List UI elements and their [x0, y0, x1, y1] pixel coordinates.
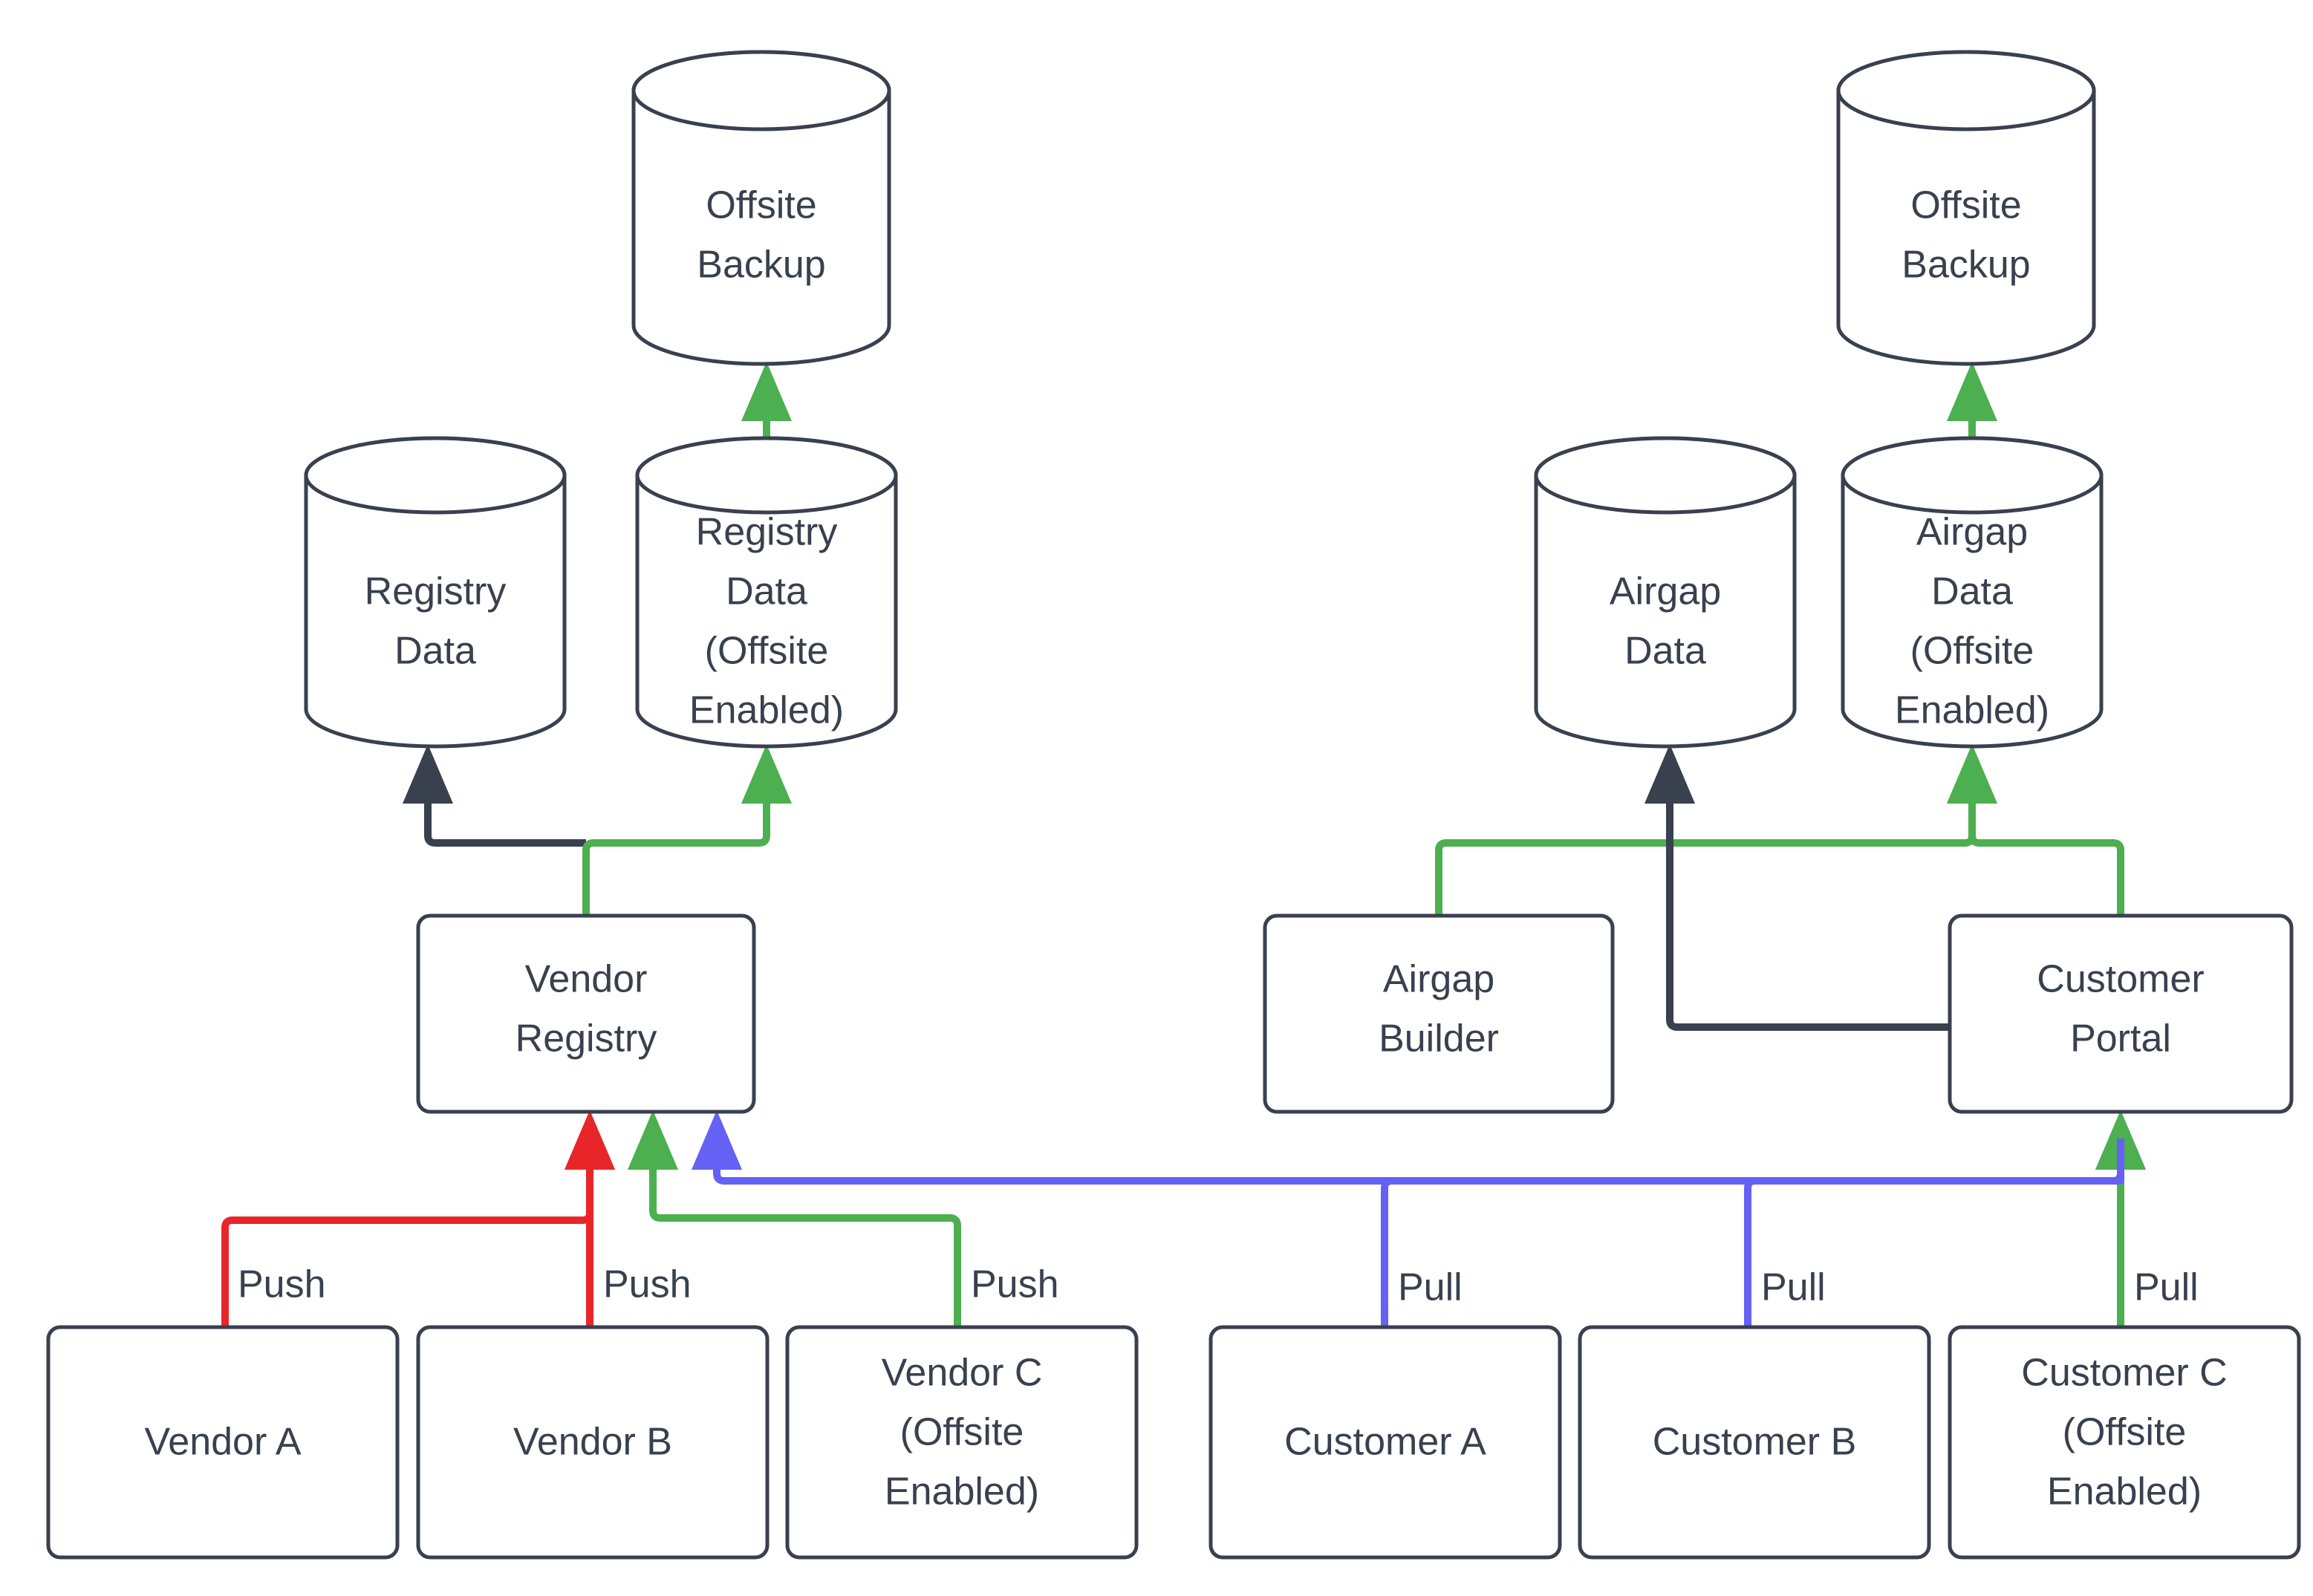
edge-label-vendor-a-push: Push	[238, 1263, 326, 1306]
node-airgap-data-offsite[interactable]: Airgap Data (Offsite Enabled)	[1841, 436, 2104, 749]
box-outline	[416, 913, 756, 1114]
cylinder-top-ellipse	[635, 436, 898, 515]
airgap-data-label-line1: Airgap	[1610, 570, 1721, 613]
box-outline	[1948, 913, 2294, 1114]
node-vendor-c[interactable]: Vendor C (Offsite Enabled)	[785, 1325, 1139, 1560]
edge-customer-a-pull	[1381, 1110, 2146, 1327]
node-airgap-data[interactable]: Airgap Data	[1534, 436, 1797, 749]
cylinder-top-ellipse	[631, 50, 891, 131]
offsite-backup-left-label-line1: Offsite	[706, 184, 816, 227]
edge-label-vendor-b-push: Push	[603, 1263, 692, 1306]
registry-data-offsite-label-line2: Data	[726, 570, 807, 613]
cylinder-top-ellipse	[1534, 436, 1797, 515]
airgap-data-offsite-label-line4: Enabled)	[1895, 689, 2049, 732]
edge-label-customer-a-pull: Pull	[1398, 1266, 1463, 1309]
cylinder-top-ellipse	[1841, 436, 2104, 515]
box-outline	[1263, 913, 1615, 1114]
box-outline	[785, 1325, 1139, 1560]
vendor-registry-label-line2: Registry	[515, 1017, 657, 1061]
node-customer-a[interactable]: Customer A	[1208, 1325, 1562, 1560]
box-outline	[46, 1325, 400, 1560]
offsite-backup-right-label-line2: Backup	[1902, 244, 2030, 287]
registry-data-offsite-label-line3: (Offsite	[705, 630, 829, 673]
node-customer-b[interactable]: Customer B	[1578, 1325, 1931, 1560]
airgap-builder-label-line1: Airgap	[1383, 958, 1494, 1001]
registry-data-label-line1: Registry	[365, 570, 507, 613]
node-airgap-builder[interactable]: Airgap Builder	[1263, 913, 1615, 1114]
customer-b-label: Customer B	[1653, 1421, 1857, 1464]
edge-customer-portal-to-vendor-registry	[692, 1110, 2124, 1185]
customer-portal-label-line1: Customer	[2037, 958, 2204, 1001]
registry-data-offsite-label-line4: Enabled)	[689, 689, 844, 732]
node-vendor-registry[interactable]: Vendor Registry	[416, 913, 756, 1114]
offsite-backup-right-label-line1: Offsite	[1910, 184, 2021, 227]
edge-airgap-builder-to-airgap-data-offsite	[1435, 743, 1997, 916]
vendor-a-label: Vendor A	[144, 1421, 301, 1464]
cylinder-top-ellipse	[304, 436, 567, 515]
customer-c-label-line3: Enabled)	[2047, 1470, 2202, 1514]
airgap-data-offsite-label-line3: (Offsite	[1910, 630, 2034, 673]
registry-data-label-line2: Data	[394, 630, 476, 673]
box-outline	[1208, 1325, 1562, 1560]
node-offsite-backup-left[interactable]: Offsite Backup	[631, 50, 891, 366]
edge-labels-layer: Push Push Push Pull Pull Pull	[238, 1263, 2199, 1309]
customer-portal-label-line2: Portal	[2070, 1017, 2171, 1061]
vendor-c-label-line1: Vendor C	[882, 1352, 1043, 1395]
airgap-data-offsite-label-line1: Airgap	[1916, 511, 2028, 554]
node-customer-c[interactable]: Customer C (Offsite Enabled)	[1948, 1325, 2301, 1560]
airgap-data-offsite-label-line2: Data	[1931, 570, 2013, 613]
airgap-builder-label-line2: Builder	[1379, 1017, 1499, 1061]
edge-label-vendor-c-push: Push	[971, 1263, 1059, 1306]
node-customer-portal[interactable]: Customer Portal	[1948, 913, 2294, 1114]
node-vendor-a[interactable]: Vendor A	[46, 1325, 400, 1560]
box-outline	[1578, 1325, 1931, 1560]
offsite-backup-left-label-line2: Backup	[697, 244, 825, 287]
customer-a-label: Customer A	[1284, 1421, 1486, 1464]
edge-vendor-c-push	[628, 1110, 961, 1327]
vendor-registry-label-line1: Vendor	[525, 958, 648, 1001]
node-registry-data[interactable]: Registry Data	[304, 436, 567, 749]
vendor-c-label-line2: (Offsite	[900, 1411, 1024, 1454]
node-registry-data-offsite[interactable]: Registry Data (Offsite Enabled)	[635, 436, 898, 749]
registry-data-offsite-label-line1: Registry	[696, 511, 838, 554]
edge-vendor-registry-to-registry-data	[403, 743, 586, 847]
vendor-c-label-line3: Enabled)	[885, 1470, 1039, 1514]
customer-c-label-line2: (Offsite	[2063, 1411, 2187, 1454]
cylinder-top-ellipse	[1836, 50, 2096, 131]
edge-vendor-registry-to-registry-data-offsite	[582, 743, 792, 916]
airgap-data-label-line2: Data	[1624, 630, 1706, 673]
customer-c-label-line1: Customer C	[2021, 1352, 2227, 1395]
edge-customer-portal-to-airgap-data	[1645, 743, 1950, 1031]
edges-layer	[221, 361, 2146, 1327]
node-offsite-backup-right[interactable]: Offsite Backup	[1836, 50, 2096, 366]
box-outline	[1948, 1325, 2301, 1560]
node-vendor-b[interactable]: Vendor B	[416, 1325, 770, 1560]
edge-label-customer-c-pull: Pull	[2134, 1266, 2199, 1309]
edge-customer-portal-to-airgap-data-offsite	[1947, 743, 2124, 916]
vendor-b-label: Vendor B	[513, 1421, 672, 1464]
box-outline	[416, 1325, 770, 1560]
edge-label-customer-b-pull: Pull	[1761, 1266, 1826, 1309]
